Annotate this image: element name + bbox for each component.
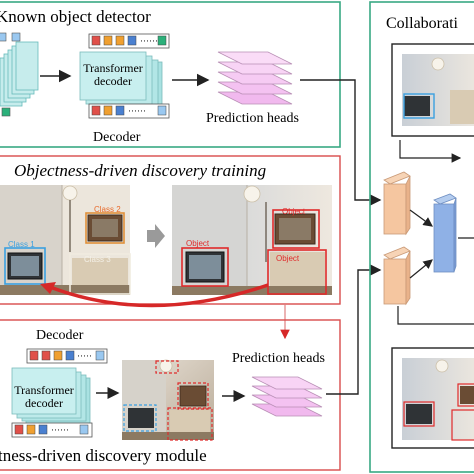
query-square	[0, 32, 7, 42]
object-label-painting: Object	[282, 207, 306, 216]
fusion-block-blue	[433, 193, 457, 273]
object-box-painting	[272, 209, 320, 249]
discovery-training-title: Objectness-driven discovery training	[14, 161, 266, 180]
fusion-block-top	[383, 171, 411, 236]
collab-bottom-box	[403, 401, 435, 427]
transformer-decoder-top: Transformer decoder	[79, 51, 163, 111]
collaborative-title: Collaborati	[386, 15, 459, 32]
class-1-label: Class 1	[8, 240, 35, 249]
known-detector-title: Known object detector	[0, 7, 151, 26]
svg-text:·····: ·····	[77, 351, 92, 361]
discovery-training-panel: Objectness-driven discovery training Cla…	[0, 155, 341, 308]
object-box-tv	[181, 247, 229, 287]
collab-top-box	[403, 93, 435, 119]
decoder-caption: Decoder	[93, 130, 141, 145]
prediction-heads-label: Prediction heads	[206, 111, 299, 126]
discovery-room-image	[122, 359, 214, 441]
curved-arrow-head	[40, 282, 56, 294]
discovery-decoder-label: Transformer decoder	[14, 384, 74, 410]
class-3-label: Class 3	[84, 255, 111, 264]
prediction-heads-bottom	[251, 376, 323, 417]
discovery-heads-label: Prediction heads	[232, 351, 325, 366]
decoder-query-row-bottom: ······	[88, 103, 170, 119]
curved-red-arrow	[49, 283, 269, 308]
arrow	[399, 140, 462, 163]
discovery-module-title: tness-driven discovery module	[0, 446, 207, 465]
known-detector-border	[0, 1, 341, 148]
arrow	[409, 259, 433, 279]
class-2-label: Class 2	[94, 205, 121, 214]
object-label-chair: Object	[276, 254, 300, 263]
room-image-objects: Object Object Object	[172, 185, 332, 295]
dashed-box	[155, 360, 179, 374]
transform-arrow	[147, 224, 165, 248]
dashed-box	[123, 404, 157, 432]
arrow-to-fusion-bottom	[326, 264, 382, 395]
arrow	[397, 306, 474, 325]
query-square	[11, 32, 21, 42]
object-box-chair	[267, 249, 327, 295]
transformer-decoder-bottom: Transformer decoder	[11, 367, 91, 425]
transformer-decoder-label: Transformer decoder	[83, 62, 143, 88]
discovery-module-panel: Decoder Prediction heads ····· Transform…	[0, 319, 341, 471]
room-image-classes: Class 1 Class 2 Class 3	[0, 185, 131, 295]
dashed-box	[167, 407, 213, 441]
query-square	[1, 107, 11, 117]
collab-bottom-box	[457, 383, 474, 407]
discovery-query-row-bottom: ······	[11, 422, 93, 438]
discovery-decoder-caption: Decoder	[36, 328, 84, 343]
collaborative-panel: Collaborati	[369, 1, 474, 473]
arrow	[409, 209, 433, 227]
svg-text:······: ······	[140, 36, 158, 46]
discovery-module-border	[0, 319, 341, 471]
known-detector-panel: Known object detector ······	[0, 1, 341, 148]
discovery-query-row-top: ·····	[26, 348, 108, 364]
svg-text:······: ······	[51, 425, 69, 435]
prediction-heads-top	[217, 51, 293, 105]
input-feature-stack	[0, 32, 39, 117]
decoder-query-row-top: ······	[88, 33, 170, 49]
arrow-to-fusion-top	[300, 79, 382, 206]
fusion-block-bottom	[383, 246, 411, 306]
class-1-box	[4, 247, 46, 285]
object-label-tv: Object	[186, 239, 210, 248]
class-3-box	[69, 253, 131, 295]
collaborative-border	[369, 1, 474, 473]
svg-text:······: ······	[128, 106, 146, 116]
collab-bottom-box	[451, 409, 474, 441]
dashed-box	[177, 382, 209, 410]
class-2-box	[85, 212, 125, 244]
